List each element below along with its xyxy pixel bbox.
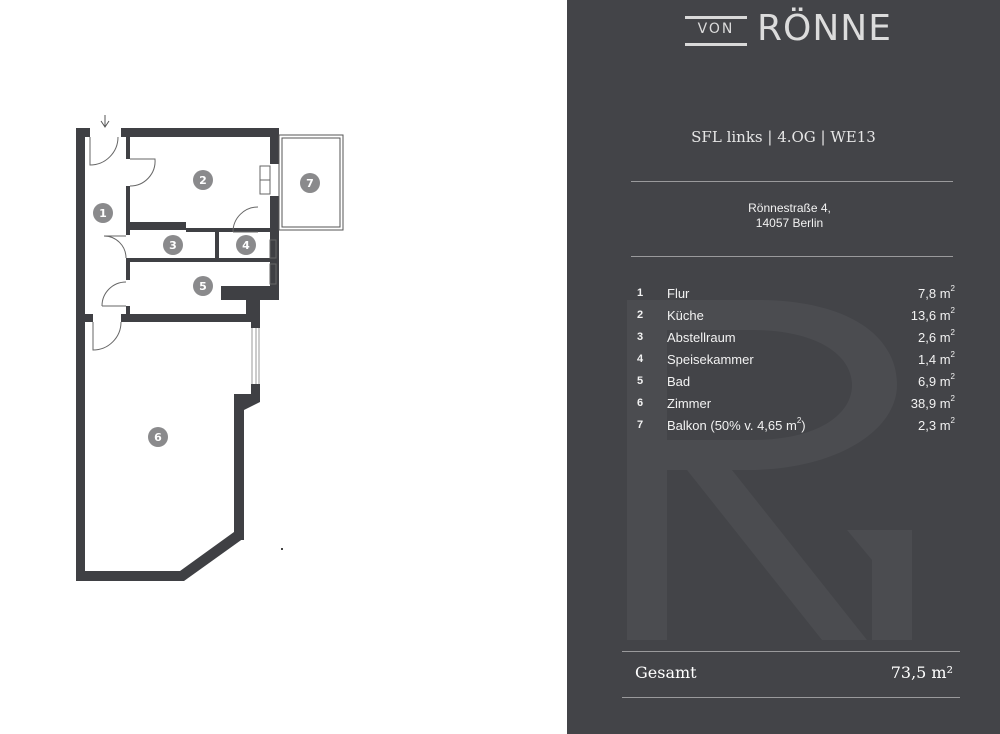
- divider-total-bottom: [622, 697, 960, 698]
- walls: [76, 128, 279, 581]
- logo-von-mark: VON: [685, 10, 747, 46]
- total-label: Gesamt: [635, 663, 697, 682]
- divider-total-top: [622, 651, 960, 652]
- room-number: 1: [637, 287, 644, 299]
- room-area: 38,9 m2: [910, 394, 955, 411]
- room-marker-4: 4: [236, 235, 256, 255]
- room-area: 1,4 m2: [918, 350, 955, 367]
- room-markers: 1 2 3 4 5 6 7: [93, 170, 320, 447]
- room-area: 2,6 m2: [918, 328, 955, 345]
- room-name: Flur: [667, 286, 690, 301]
- room-row-1: 1 Flur 7,8 m2: [637, 284, 955, 306]
- room-name: Küche: [667, 308, 704, 323]
- room-name: Abstellraum: [667, 330, 736, 345]
- room-area: 6,9 m2: [918, 372, 955, 389]
- room-number: 5: [637, 375, 644, 387]
- svg-text:2: 2: [199, 174, 207, 187]
- divider-top: [631, 181, 953, 182]
- room-name: Balkon (50% v. 4,65 m2): [667, 416, 806, 433]
- windows: [251, 328, 260, 384]
- room-list: 1 Flur 7,8 m2 2 Küche 13,6 m2 3 Abstellr…: [637, 284, 955, 438]
- address-street: Rönnestraße 4,: [748, 201, 831, 215]
- divider-address: [631, 256, 953, 257]
- room-area: 7,8 m2: [918, 284, 955, 301]
- svg-text:7: 7: [306, 177, 314, 190]
- room-number: 3: [637, 331, 644, 343]
- door-swings: [89, 136, 277, 351]
- room-name: Speisekammer: [667, 352, 754, 367]
- logo-name: RÖNNE: [757, 8, 892, 49]
- info-panel: VON RÖNNE SFL links | 4.OG | WE13 Rönnes…: [567, 0, 1000, 734]
- room-area: 13,6 m2: [910, 306, 955, 323]
- room-marker-6: 6: [148, 427, 168, 447]
- monogram-watermark: [627, 300, 912, 640]
- floor-plan: 1 2 3 4 5 6 7: [76, 115, 344, 581]
- svg-text:6: 6: [154, 431, 162, 444]
- room-row-7: 7 Balkon (50% v. 4,65 m2) 2,3 m2: [637, 416, 955, 438]
- svg-text:4: 4: [242, 239, 250, 252]
- room-number: 4: [637, 353, 644, 365]
- room-area: 2,3 m2: [918, 416, 955, 433]
- logo-prefix: VON: [697, 21, 735, 37]
- room-name: Bad: [667, 374, 691, 389]
- address: Rönnestraße 4, 14057 Berlin: [567, 201, 1000, 231]
- room-row-4: 4 Speisekammer 1,4 m2: [637, 350, 955, 372]
- room-marker-2: 2: [193, 170, 213, 190]
- room-marker-3: 3: [163, 235, 183, 255]
- address-city: 14057 Berlin: [755, 216, 824, 230]
- room-number: 6: [637, 397, 644, 409]
- room-marker-1: 1: [93, 203, 113, 223]
- room-row-5: 5 Bad 6,9 m2: [637, 372, 955, 394]
- room-row-6: 6 Zimmer 38,9 m2: [637, 394, 955, 416]
- room-row-2: 2 Küche 13,6 m2: [637, 306, 955, 328]
- room-row-3: 3 Abstellraum 2,6 m2: [637, 328, 955, 350]
- room-marker-7: 7: [300, 173, 320, 193]
- total-value: 73,5 m²: [890, 663, 953, 682]
- svg-text:3: 3: [169, 239, 177, 252]
- floor-plan-area: 1 2 3 4 5 6 7: [76, 115, 344, 581]
- room-name: Zimmer: [667, 396, 712, 411]
- room-marker-5: 5: [193, 276, 213, 296]
- room-number: 2: [637, 309, 644, 321]
- room-number: 7: [637, 419, 644, 431]
- svg-text:1: 1: [99, 207, 107, 220]
- balcony-outline: [278, 134, 344, 231]
- unit-title: SFL links | 4.OG | WE13: [691, 128, 876, 146]
- svg-text:5: 5: [199, 280, 207, 293]
